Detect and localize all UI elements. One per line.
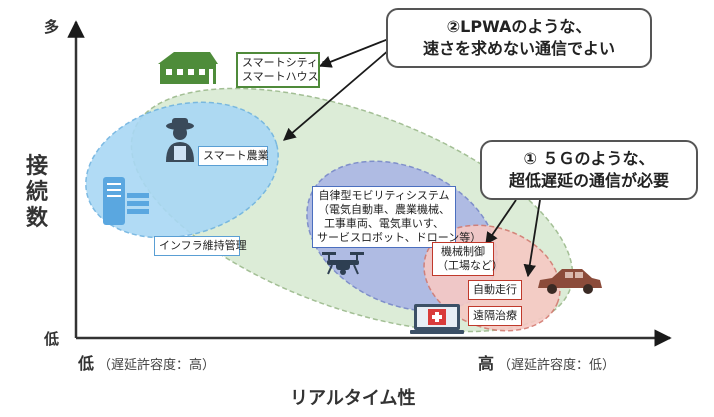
arrow-lpwa-to-agri: [283, 43, 397, 141]
y-axis-high-label: 多: [44, 18, 60, 36]
tag-smart-city: スマートシティ・ スマートハウス: [236, 52, 329, 88]
callout-lpwa: ②LPWAのような、 速さを求めない通信でよい: [386, 8, 652, 68]
x-axis-high-label: 高（遅延許容度：低）: [478, 354, 616, 373]
drone-icon: [322, 252, 364, 275]
medical-monitor-icon: [410, 304, 464, 334]
x-axis-low-label: 低（遅延許容度：高）: [78, 354, 216, 373]
arrow-lpwa-to-smartcity: [318, 35, 397, 68]
arrow-5g-to-machine: [485, 199, 517, 246]
callout-5g: ① ５Ｇのような、 超低遅延の通信が必要: [480, 140, 698, 200]
tag-infra: インフラ維持管理: [154, 236, 247, 256]
tag-telemed: 遠隔治療: [468, 306, 522, 326]
x-axis-title: リアルタイム性: [290, 388, 416, 409]
y-axis-low-label: 低: [44, 330, 60, 348]
tag-smart-agri: スマート農業: [198, 146, 269, 166]
tag-auto-drive: 自動走行: [468, 280, 522, 300]
car-icon: [538, 269, 602, 294]
server-icon: [103, 177, 149, 225]
arrow-5g-to-car: [523, 199, 541, 278]
farmer-icon: [166, 118, 194, 162]
y-axis-title: 接 続 数: [25, 154, 48, 231]
tag-machine-control: 機械制御 （工場など）: [432, 242, 503, 276]
tag-mobility: 自律型モビリティシステム （電気自動車、農業機械、 工事車両、電気車いす、 サー…: [312, 186, 481, 248]
house-icon: [158, 52, 218, 84]
